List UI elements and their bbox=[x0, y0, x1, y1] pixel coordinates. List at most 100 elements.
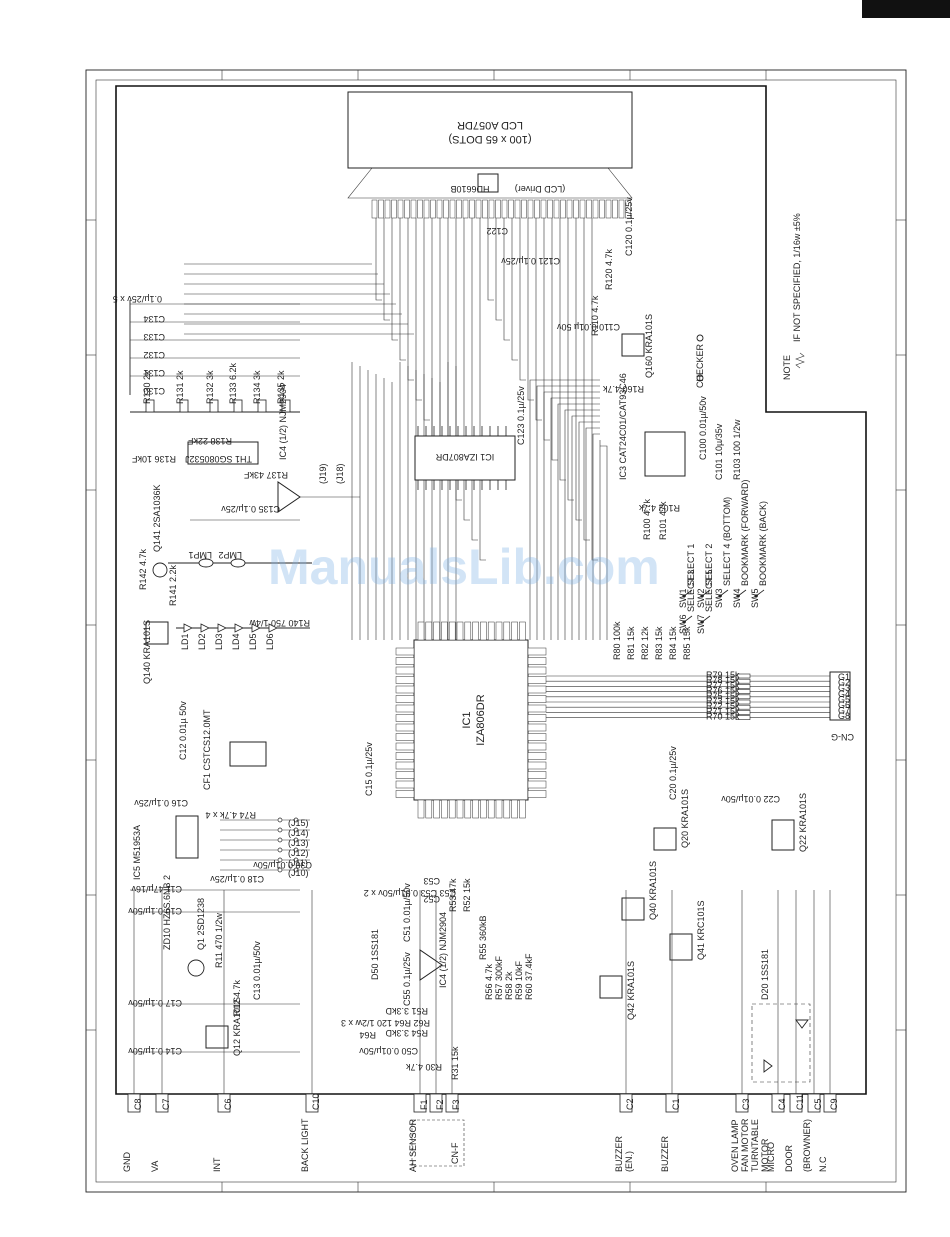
bus-wire bbox=[407, 218, 414, 381]
r137-label: R137 43kF bbox=[243, 470, 288, 480]
jumper-block: (J15)(J14)(J13)(J12)(J11)(J10) bbox=[220, 817, 310, 878]
inner-frame bbox=[95, 79, 897, 1183]
ic-pin bbox=[395, 714, 415, 722]
connector-pin-label: DOOR bbox=[784, 1144, 794, 1172]
c120-label: C120 0.1µ/25v bbox=[624, 197, 634, 256]
note-text: IF NOT SPECIFIED, 1/16w ±5% bbox=[792, 213, 802, 342]
ic-pin bbox=[441, 621, 448, 641]
connector-pin bbox=[445, 1093, 459, 1113]
ic-pin bbox=[495, 621, 503, 641]
ic-pin bbox=[480, 621, 487, 641]
lmp2-label: LMP2 bbox=[218, 550, 242, 560]
c121-label: C121 0.1µ/25v bbox=[501, 256, 560, 266]
ic-pin bbox=[527, 657, 547, 665]
opamp-ic4 bbox=[277, 481, 301, 513]
lcd-pin bbox=[436, 199, 443, 219]
r31-label: R31 15k bbox=[450, 1046, 460, 1080]
q160-body bbox=[621, 333, 645, 357]
ic-pin bbox=[417, 799, 425, 819]
cng-pin-label: G2 bbox=[838, 678, 850, 688]
c17-label: C17 0.1µ/50v bbox=[128, 998, 182, 1008]
jumper-pad bbox=[277, 867, 283, 873]
switch-contact bbox=[701, 615, 711, 623]
switch-resistor bbox=[735, 678, 751, 684]
lcd-pin bbox=[501, 199, 508, 219]
lcd-pin bbox=[579, 199, 586, 219]
r102-label: R102 4.7k bbox=[638, 503, 680, 513]
switch-resistor bbox=[735, 673, 751, 679]
lcd-pin bbox=[488, 199, 495, 219]
jumper-pad bbox=[293, 817, 299, 823]
ic-pin bbox=[395, 666, 415, 675]
led-label: LD6 bbox=[265, 633, 275, 650]
ic-pin bbox=[472, 621, 479, 641]
ic1-upper-label: IC1 IZA807DR bbox=[435, 452, 494, 462]
ic-pin bbox=[527, 714, 547, 722]
c12-label: C12 0.01µ 50v bbox=[178, 701, 188, 760]
lcd-pin bbox=[586, 199, 592, 219]
ic-pin bbox=[503, 799, 511, 819]
lcd-pin bbox=[423, 199, 430, 219]
ic-pin bbox=[495, 799, 503, 819]
r12-label: R12 4.7k bbox=[232, 979, 242, 1016]
jumper-pad bbox=[277, 837, 283, 843]
board-outline bbox=[115, 85, 867, 1095]
switch-id: SW3 bbox=[714, 588, 724, 608]
bus-wire bbox=[535, 218, 542, 421]
lcd-pin bbox=[553, 199, 560, 219]
ladder-resistor bbox=[281, 399, 291, 413]
lcd-driver-part: HD6610B bbox=[450, 184, 489, 194]
lcd-pin bbox=[397, 199, 404, 219]
switch-id: SW6 bbox=[678, 614, 688, 634]
led-symbol bbox=[268, 623, 278, 633]
switch-label: SELECT 5 bbox=[704, 570, 714, 612]
switch-resistor-label: R76 15k bbox=[706, 686, 740, 696]
ic-pin bbox=[395, 780, 415, 789]
ic-pin bbox=[527, 742, 547, 751]
switch-contact bbox=[701, 589, 711, 597]
c123-label: C123 0.1µ/25v bbox=[516, 386, 526, 445]
c110-label: C110 0.01µ 50v bbox=[556, 322, 620, 332]
frame-ticks bbox=[86, 70, 906, 1192]
ic-pin bbox=[527, 695, 547, 703]
lcd-pin bbox=[547, 199, 553, 219]
th1-label: TH1 SG080532J bbox=[185, 454, 252, 464]
ic-pin bbox=[395, 742, 415, 751]
r103-label: R103 100 1/2w bbox=[732, 419, 742, 480]
connector-pin-id: C10 bbox=[311, 1093, 321, 1110]
bus-wire bbox=[567, 218, 574, 501]
cng-pin-label: G7 bbox=[838, 706, 850, 716]
led-symbol bbox=[217, 623, 227, 633]
q22-body bbox=[771, 819, 795, 851]
lcd-pin bbox=[514, 199, 521, 219]
led-symbol bbox=[183, 623, 193, 633]
led-label: LD2 bbox=[197, 633, 207, 650]
led-label: LD1 bbox=[180, 633, 190, 650]
checker-pad-2 bbox=[696, 374, 704, 382]
d50-label: D50 1SS181 bbox=[370, 929, 380, 980]
switch-resistor bbox=[735, 684, 751, 689]
outer-frame bbox=[85, 69, 907, 1193]
r11-label: R11 470 1/2w bbox=[214, 913, 224, 968]
bus-wire bbox=[503, 218, 510, 341]
connector-pin-label: BACK LIGHT bbox=[300, 1118, 310, 1172]
lcd-pin bbox=[508, 199, 514, 219]
c131-label: C131 bbox=[143, 368, 165, 378]
r62-label: R62 R64 120 1/2w x 3 bbox=[341, 1018, 430, 1028]
q140-body bbox=[145, 621, 169, 645]
lcd-pin bbox=[371, 199, 378, 219]
q1-body bbox=[187, 959, 205, 977]
connector-pin-label: VA bbox=[150, 1161, 160, 1172]
cf1-label: CF1 CSTCS12.0MT bbox=[202, 709, 212, 790]
lcd-pin bbox=[482, 199, 488, 219]
bus-wire bbox=[391, 218, 398, 341]
q141-body bbox=[152, 562, 168, 578]
bus-wire bbox=[583, 218, 590, 541]
bus-wire bbox=[536, 385, 600, 640]
connector-pin-label: (EN.) bbox=[624, 1151, 634, 1172]
r136-label: R136 10kF bbox=[131, 454, 176, 464]
led-label: LD5 bbox=[248, 633, 258, 650]
ic-pin bbox=[456, 621, 464, 641]
connector-pin bbox=[771, 1093, 785, 1113]
